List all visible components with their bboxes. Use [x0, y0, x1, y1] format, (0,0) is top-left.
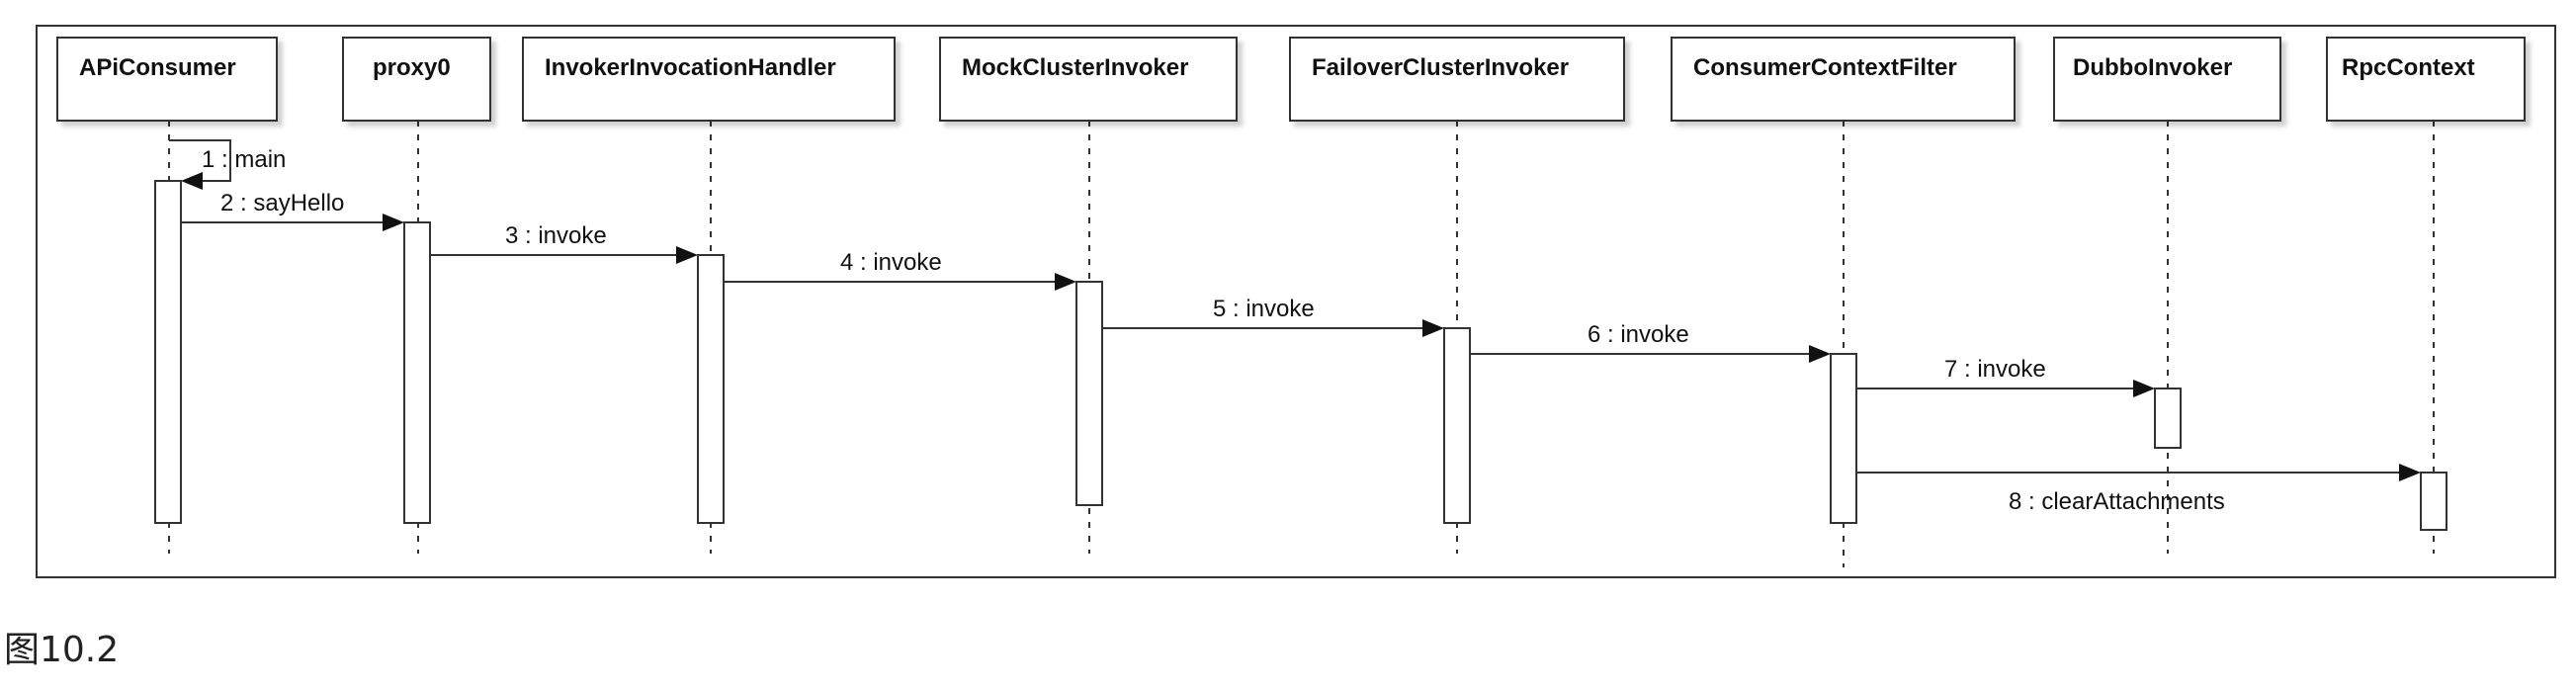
- participant-failoverclusterinvoker: FailoverClusterInvoker: [1289, 37, 1625, 122]
- message-1-line: [169, 139, 231, 182]
- participant-proxy0: proxy0: [342, 37, 491, 122]
- message-7-arrowhead: [2133, 380, 2155, 397]
- activation-invokerinvocationhandler: [697, 254, 725, 524]
- message-1: 1 : main: [169, 139, 286, 190]
- message-4-arrowhead: [1055, 273, 1076, 291]
- message-3: 3 : invoke: [430, 222, 698, 264]
- activation-consumercontextfilter: [1830, 353, 1857, 524]
- participant-label-mockclusterinvoker: MockClusterInvoker: [962, 54, 1188, 81]
- participant-consumercontextfilter: ConsumerContextFilter: [1671, 37, 2016, 122]
- participant-label-apiconsumer: APiConsumer: [79, 54, 236, 81]
- message-6-arrowhead: [1809, 345, 1831, 363]
- message-2-arrowhead: [383, 214, 404, 231]
- participant-dubboinvoker: DubboInvoker: [2053, 37, 2281, 122]
- message-7: 7 : invoke: [1856, 356, 2155, 397]
- message-2-label: 2 : sayHello: [220, 190, 344, 216]
- participant-label-invokerinvocationhandler: InvokerInvocationHandler: [545, 54, 836, 81]
- participant-invokerinvocationhandler: InvokerInvocationHandler: [522, 37, 896, 122]
- message-5-arrowhead: [1422, 319, 1444, 337]
- activation-dubboinvoker: [2154, 388, 2182, 449]
- message-8-label: 8 : clearAttachments: [2009, 488, 2225, 515]
- message-6-label: 6 : invoke: [1588, 321, 1689, 348]
- message-1-arrowhead: [181, 172, 203, 190]
- figure-caption: 图10.2: [4, 630, 120, 670]
- participant-apiconsumer: APiConsumer: [56, 37, 278, 122]
- messages: 1 : main 2 : sayHello 3 : invoke 4 : inv…: [169, 139, 2421, 515]
- activation-rpccontext: [2420, 472, 2447, 531]
- activation-mockclusterinvoker: [1075, 281, 1103, 506]
- message-3-label: 3 : invoke: [505, 222, 607, 249]
- participant-mockclusterinvoker: MockClusterInvoker: [939, 37, 1238, 122]
- message-2: 2 : sayHello: [181, 190, 404, 231]
- message-7-label: 7 : invoke: [1944, 356, 2046, 383]
- message-3-arrowhead: [676, 246, 698, 264]
- participant-label-rpccontext: RpcContext: [2342, 54, 2475, 81]
- message-8: 8 : clearAttachments: [1856, 464, 2421, 515]
- message-4-label: 4 : invoke: [840, 249, 942, 276]
- sequence-diagram: APiConsumer proxy0 InvokerInvocationHand…: [36, 25, 2556, 578]
- message-5: 5 : invoke: [1102, 296, 1444, 337]
- activation-apiconsumer: [154, 180, 182, 524]
- activation-failoverclusterinvoker: [1443, 327, 1471, 524]
- message-4: 4 : invoke: [724, 249, 1076, 291]
- participant-label-dubboinvoker: DubboInvoker: [2073, 54, 2232, 81]
- participant-rpccontext: RpcContext: [2326, 37, 2526, 122]
- message-5-label: 5 : invoke: [1213, 296, 1315, 322]
- message-6: 6 : invoke: [1470, 321, 1831, 363]
- activation-proxy0: [403, 221, 431, 524]
- participant-label-failoverclusterinvoker: FailoverClusterInvoker: [1312, 54, 1569, 81]
- participant-label-proxy0: proxy0: [373, 54, 451, 81]
- message-8-arrowhead: [2399, 464, 2421, 481]
- activations: [154, 180, 2447, 531]
- participant-label-consumercontextfilter: ConsumerContextFilter: [1693, 54, 1957, 81]
- message-1-label: 1 : main: [202, 146, 286, 173]
- participants: APiConsumer proxy0 InvokerInvocationHand…: [56, 37, 2526, 122]
